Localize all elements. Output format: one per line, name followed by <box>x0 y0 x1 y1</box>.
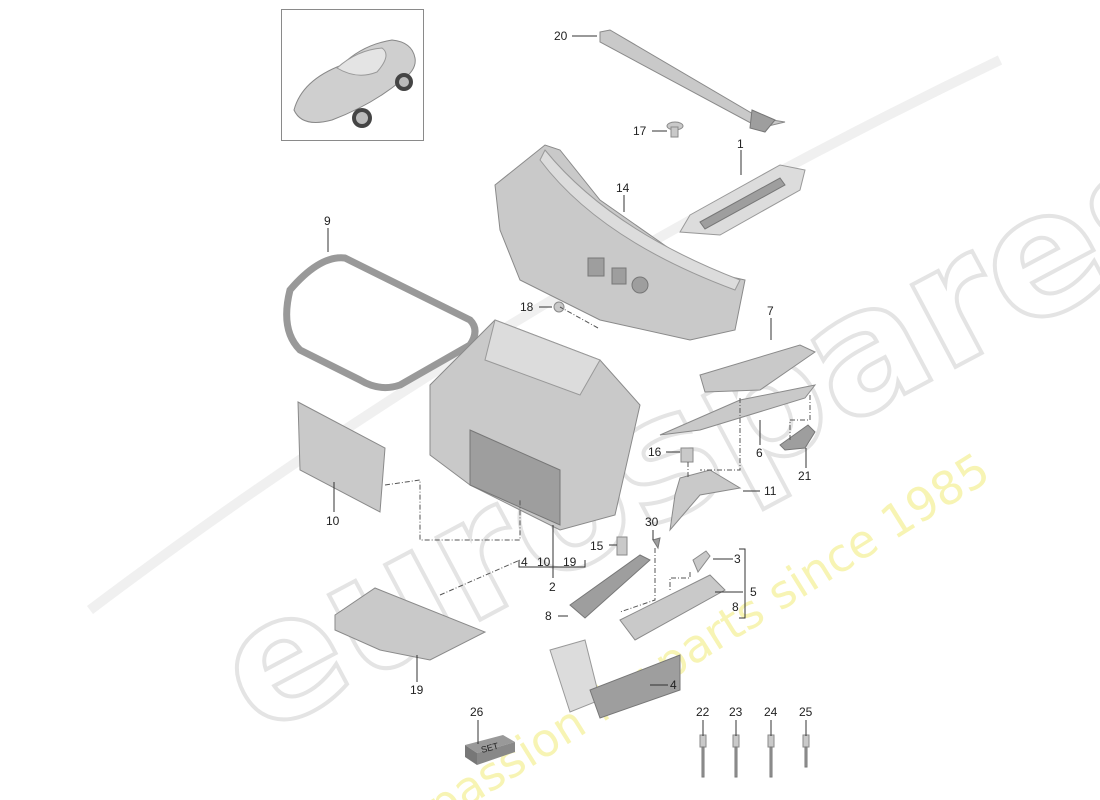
part-18-nut[interactable] <box>553 301 565 313</box>
part-15-spacer[interactable] <box>616 536 628 556</box>
callout-17[interactable]: 17 <box>633 124 647 138</box>
part-22-rivet[interactable] <box>699 734 707 778</box>
callout-8-group5[interactable]: 8 <box>732 600 739 614</box>
part-1-reinforcement[interactable] <box>679 164 806 236</box>
callout-21[interactable]: 21 <box>798 469 812 483</box>
group-2-item-19: 19 <box>563 555 577 569</box>
callout-3[interactable]: 3 <box>734 552 741 566</box>
part-21-bracket[interactable] <box>779 424 816 451</box>
callout-15[interactable]: 15 <box>590 539 604 553</box>
part-5-longitudinal[interactable] <box>619 574 726 641</box>
callout-7[interactable]: 7 <box>767 304 774 318</box>
callout-10[interactable]: 10 <box>326 514 340 528</box>
callout-2[interactable]: 2 <box>549 580 556 594</box>
callout-22[interactable]: 22 <box>696 705 710 719</box>
part-6-member[interactable] <box>659 384 817 436</box>
part-30-clip[interactable] <box>652 537 661 550</box>
svg-text:SET: SET <box>480 741 500 755</box>
callout-1[interactable]: 1 <box>737 137 744 151</box>
part-10-panel[interactable] <box>297 401 386 513</box>
callout-24[interactable]: 24 <box>764 705 778 719</box>
callout-30[interactable]: 30 <box>645 515 659 529</box>
callout-26[interactable]: 26 <box>470 705 484 719</box>
callout-5[interactable]: 5 <box>750 585 757 599</box>
part-8-member[interactable] <box>569 554 651 619</box>
callout-6[interactable]: 6 <box>756 446 763 460</box>
part-2-front-tub[interactable] <box>429 319 641 531</box>
callout-18[interactable]: 18 <box>520 300 534 314</box>
group-2-item-10: 10 <box>537 555 551 569</box>
part-17-bolt[interactable] <box>666 121 684 138</box>
car-thumbnail-icon <box>293 39 416 128</box>
part-19-floor[interactable] <box>334 587 487 661</box>
callout-23[interactable]: 23 <box>729 705 743 719</box>
group-2-item-4: 4 <box>521 555 528 569</box>
callout-8[interactable]: 8 <box>545 609 552 623</box>
part-3-bracket[interactable] <box>692 550 711 573</box>
part-14-bulkhead[interactable] <box>494 144 746 341</box>
part-23-rivet[interactable] <box>732 734 740 778</box>
part-4-support[interactable] <box>549 639 681 719</box>
part-25-rivet[interactable] <box>802 734 810 768</box>
callout-14[interactable]: 14 <box>616 181 630 195</box>
part-16-spacer[interactable] <box>680 447 694 463</box>
callout-16[interactable]: 16 <box>648 445 662 459</box>
part-7-member[interactable] <box>699 344 817 393</box>
part-9-frame[interactable] <box>283 254 479 392</box>
car-thumbnail <box>281 9 424 141</box>
part-24-rivet[interactable] <box>767 734 775 778</box>
callout-9[interactable]: 9 <box>324 214 331 228</box>
part-26-set[interactable]: SET <box>465 735 515 765</box>
callout-11[interactable]: 11 <box>764 484 777 498</box>
callout-25[interactable]: 25 <box>799 705 813 719</box>
callout-4[interactable]: 4 <box>670 678 677 692</box>
part-20-cross-brace[interactable] <box>599 29 786 133</box>
callout-19[interactable]: 19 <box>410 683 424 697</box>
part-11-housing[interactable] <box>669 469 742 532</box>
callout-20[interactable]: 20 <box>554 29 568 43</box>
